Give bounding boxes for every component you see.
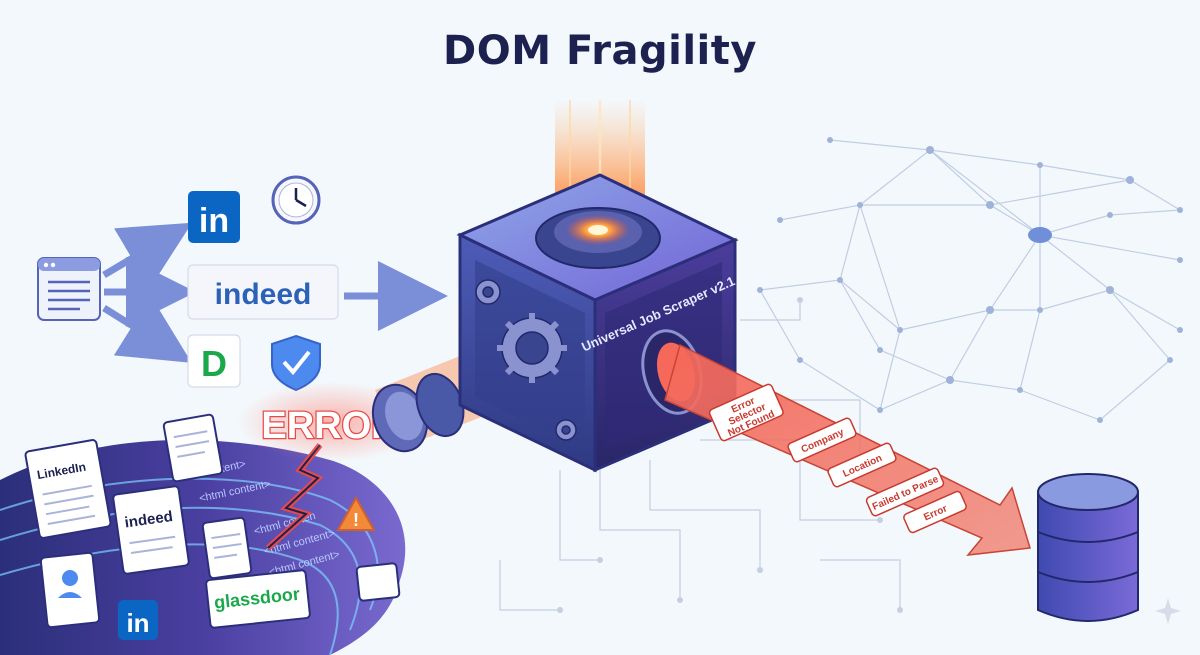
network-hub-node [1028, 227, 1052, 243]
browser-window-icon [37, 257, 101, 321]
glassdoor-logo-icon: D [187, 334, 241, 388]
sparkle-icon [1155, 598, 1181, 624]
linkedin-doc-card: LinkedIn [24, 439, 112, 539]
doc-card [162, 413, 224, 483]
doc-card [355, 562, 401, 602]
resume-doc-card [39, 551, 101, 629]
database-icon [1037, 473, 1139, 622]
glassdoor-doc-card: glassdoor [205, 569, 311, 629]
avatar [62, 570, 78, 586]
output-arrow [664, 343, 1031, 556]
circuit-pads [557, 297, 903, 613]
input-arrows [102, 222, 448, 363]
scraper-cube [456, 173, 739, 473]
page-title: DOM Fragility [443, 28, 757, 74]
circuit-traces [499, 300, 901, 611]
doc-card [201, 516, 253, 580]
glassdoor-logo-text: D [201, 343, 227, 384]
indeed-doc-label: indeed [124, 508, 174, 532]
warning-icon: ! [336, 495, 376, 531]
linkedin-icon-text: in [126, 608, 149, 638]
gear-teeth [497, 313, 567, 383]
network-nodes [757, 137, 1183, 423]
linkedin-logo-text: in [199, 202, 229, 240]
linkedin-icon: in [118, 600, 158, 640]
clock-icon [271, 175, 321, 225]
indeed-logo-text: indeed [215, 278, 312, 311]
network-graph [759, 139, 1181, 421]
svg-text:!: ! [353, 510, 359, 530]
error-tag: Error [903, 490, 967, 534]
indeed-doc-card: indeed [112, 485, 190, 575]
shield-check-icon [271, 334, 321, 392]
linkedin-logo-icon: in [188, 191, 240, 243]
indeed-logo-icon: indeed [187, 264, 339, 320]
